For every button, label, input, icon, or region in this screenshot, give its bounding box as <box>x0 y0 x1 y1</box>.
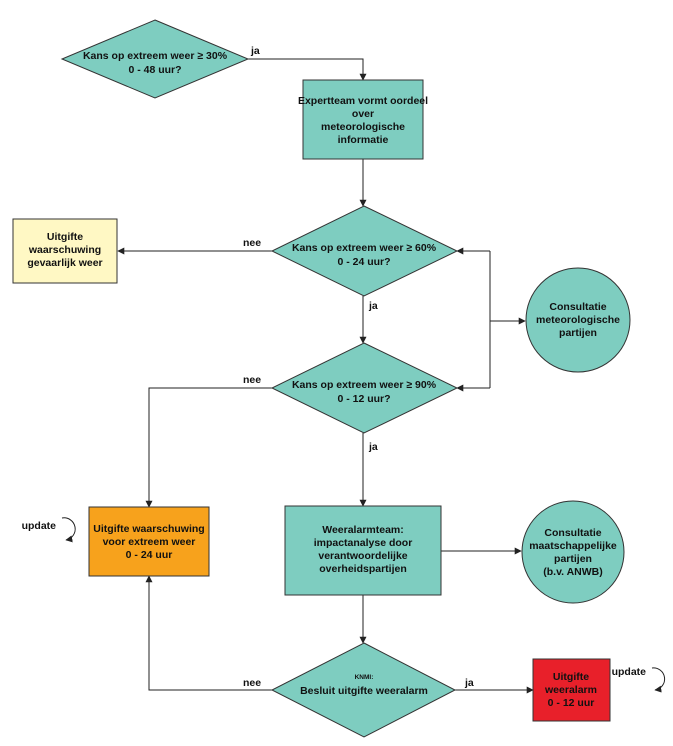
output-waarschuwing-gevaarlijk <box>12 218 118 284</box>
p2-line-3: overheidspartijen <box>319 563 407 575</box>
d3-line-1: 0 - 12 uur? <box>337 393 390 405</box>
label-ja-2: ja <box>368 300 378 312</box>
r1-line-1: weeralarm <box>544 684 597 696</box>
update-loop-left-icon <box>61 517 76 543</box>
node-labels: Kans op extreem weer ≥ 30% 0 - 48 uur? E… <box>27 50 620 709</box>
label-ja-3: ja <box>368 441 378 453</box>
process-weeralarmteam <box>284 505 442 596</box>
edge-d1-p1 <box>248 58 367 81</box>
label-ja-1: ja <box>250 45 260 57</box>
output-weeralarm <box>532 658 611 722</box>
edge-labels: ja nee ja nee ja nee ja <box>243 45 474 689</box>
d2-line-0: Kans op extreem weer ≥ 60% <box>292 242 437 254</box>
c1-line-2: partijen <box>559 327 597 339</box>
connectors <box>117 58 534 694</box>
output-waarschuwing-extreem <box>88 506 210 577</box>
o1-line-0: Uitgifte waarschuwing <box>93 523 204 535</box>
c2-line-2: partijen <box>554 553 592 565</box>
p1-line-1: over <box>352 108 374 120</box>
update-left-label: update <box>22 520 57 532</box>
p1-line-3: informatie <box>338 134 389 146</box>
process-expertteam <box>302 79 424 160</box>
d3-line-0: Kans op extreem weer ≥ 90% <box>292 379 437 391</box>
c2-line-0: Consultatie <box>544 527 601 539</box>
update-loop-left: update <box>22 517 76 543</box>
c2-line-1: maatschappelijke <box>529 540 617 552</box>
p2-line-2: verantwoordelijke <box>318 550 407 562</box>
d1-line-1: 0 - 48 uur? <box>128 64 181 76</box>
update-loop-right-icon <box>651 667 666 693</box>
c2-line-3: (b.v. ANWB) <box>543 566 603 578</box>
o1-line-1: voor extreem weer <box>103 536 196 548</box>
decision-30 <box>60 19 250 99</box>
update-right-label: update <box>612 666 647 678</box>
d2-line-1: 0 - 24 uur? <box>337 256 390 268</box>
p1-line-2: meteorologische <box>321 121 405 133</box>
decision-60 <box>270 205 459 297</box>
d4-small: KNMI: <box>355 674 374 681</box>
c1-line-1: meteorologische <box>536 314 620 326</box>
label-nee-1: nee <box>243 237 261 249</box>
edge-d4-o1 <box>145 575 272 691</box>
d1-line-0: Kans op extreem weer ≥ 30% <box>83 50 228 62</box>
update-loop-right: update <box>612 666 666 693</box>
consultation-meteorological <box>525 267 631 373</box>
decision-weeralarm <box>270 642 457 738</box>
label-nee-2: nee <box>243 374 261 386</box>
edge-d3-o1 <box>145 387 272 508</box>
o1-line-2: 0 - 24 uur <box>126 549 173 561</box>
c1-line-0: Consultatie <box>549 301 606 313</box>
p2-line-1: impactanalyse door <box>314 537 413 549</box>
consultation-societal <box>521 500 625 604</box>
y1-line-1: waarschuwing <box>28 244 101 256</box>
r1-line-2: 0 - 12 uur <box>548 697 595 709</box>
decision-90 <box>270 342 459 434</box>
d4-line-0: Besluit uitgifte weeralarm <box>300 685 428 697</box>
p1-line-0: Expertteam vormt oordeel <box>298 95 428 107</box>
y1-line-0: Uitgifte <box>47 231 83 243</box>
p2-line-0: Weeralarmteam: <box>322 524 404 536</box>
shapes <box>12 19 631 738</box>
r1-line-0: Uitgifte <box>553 671 589 683</box>
label-ja-4: ja <box>464 677 474 689</box>
label-nee-3: nee <box>243 677 261 689</box>
y1-line-2: gevaarlijk weer <box>27 257 102 269</box>
